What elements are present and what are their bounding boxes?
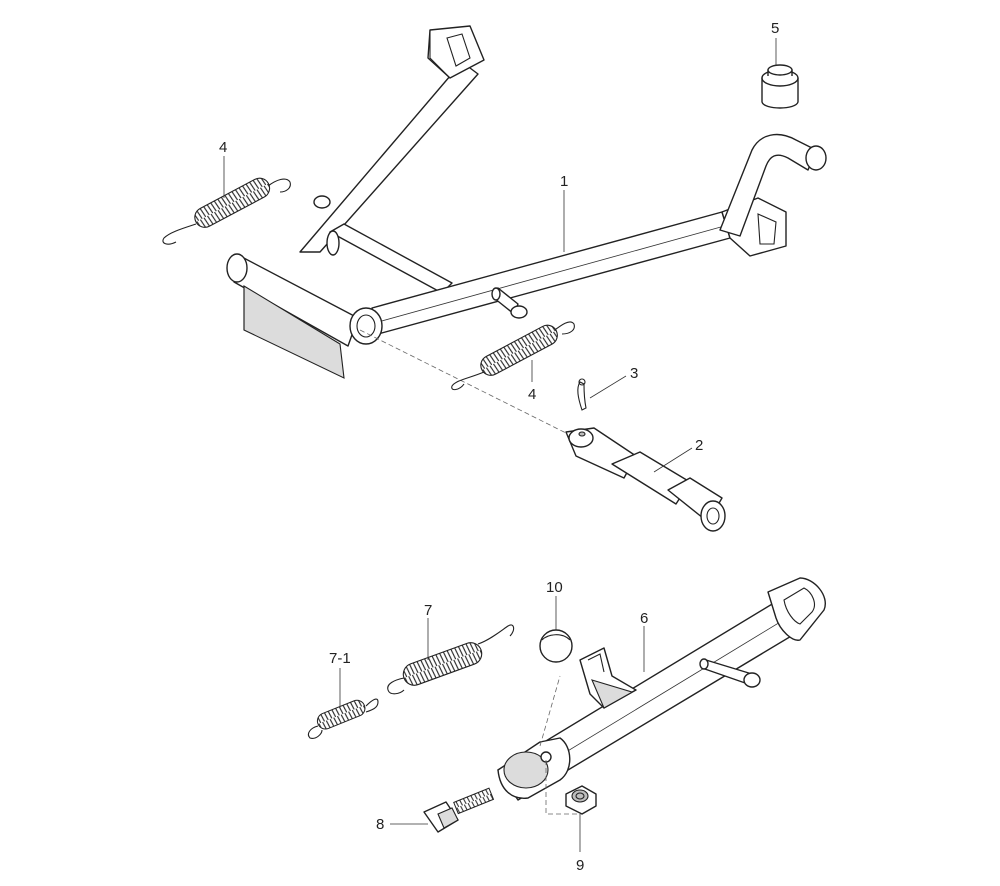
callout-1: 1 <box>560 173 568 190</box>
side-stand-bolt <box>423 787 495 833</box>
callout-7-1: 7-1 <box>329 650 351 667</box>
main-stand-spring-upper <box>162 177 291 245</box>
pivot-shaft <box>565 427 726 532</box>
callout-5: 5 <box>771 20 779 37</box>
side-stand-spring <box>387 624 515 695</box>
callout-6: 6 <box>640 610 648 627</box>
callout-4-upper: 4 <box>219 139 227 156</box>
callout-7: 7 <box>424 602 432 619</box>
callout-4-lower: 4 <box>528 386 536 403</box>
rubber-cap <box>761 64 799 109</box>
main-stand-spring-lower <box>451 321 575 391</box>
callout-labels: 1 2 3 4 4 5 6 7 7-1 8 9 10 <box>219 20 779 874</box>
main-stand-upper-foot <box>427 25 485 79</box>
callout-leaders <box>223 38 777 852</box>
side-stand-nut <box>565 785 597 815</box>
callout-8: 8 <box>376 816 384 833</box>
callout-10: 10 <box>546 579 563 596</box>
cotter-pin <box>577 378 587 411</box>
side-stand-rubber <box>539 629 573 663</box>
callout-9: 9 <box>576 857 584 874</box>
callout-3: 3 <box>630 365 638 382</box>
main-stand <box>226 25 827 379</box>
side-stand <box>497 577 826 801</box>
callout-2: 2 <box>695 437 703 454</box>
side-stand-spring-small <box>307 698 379 739</box>
